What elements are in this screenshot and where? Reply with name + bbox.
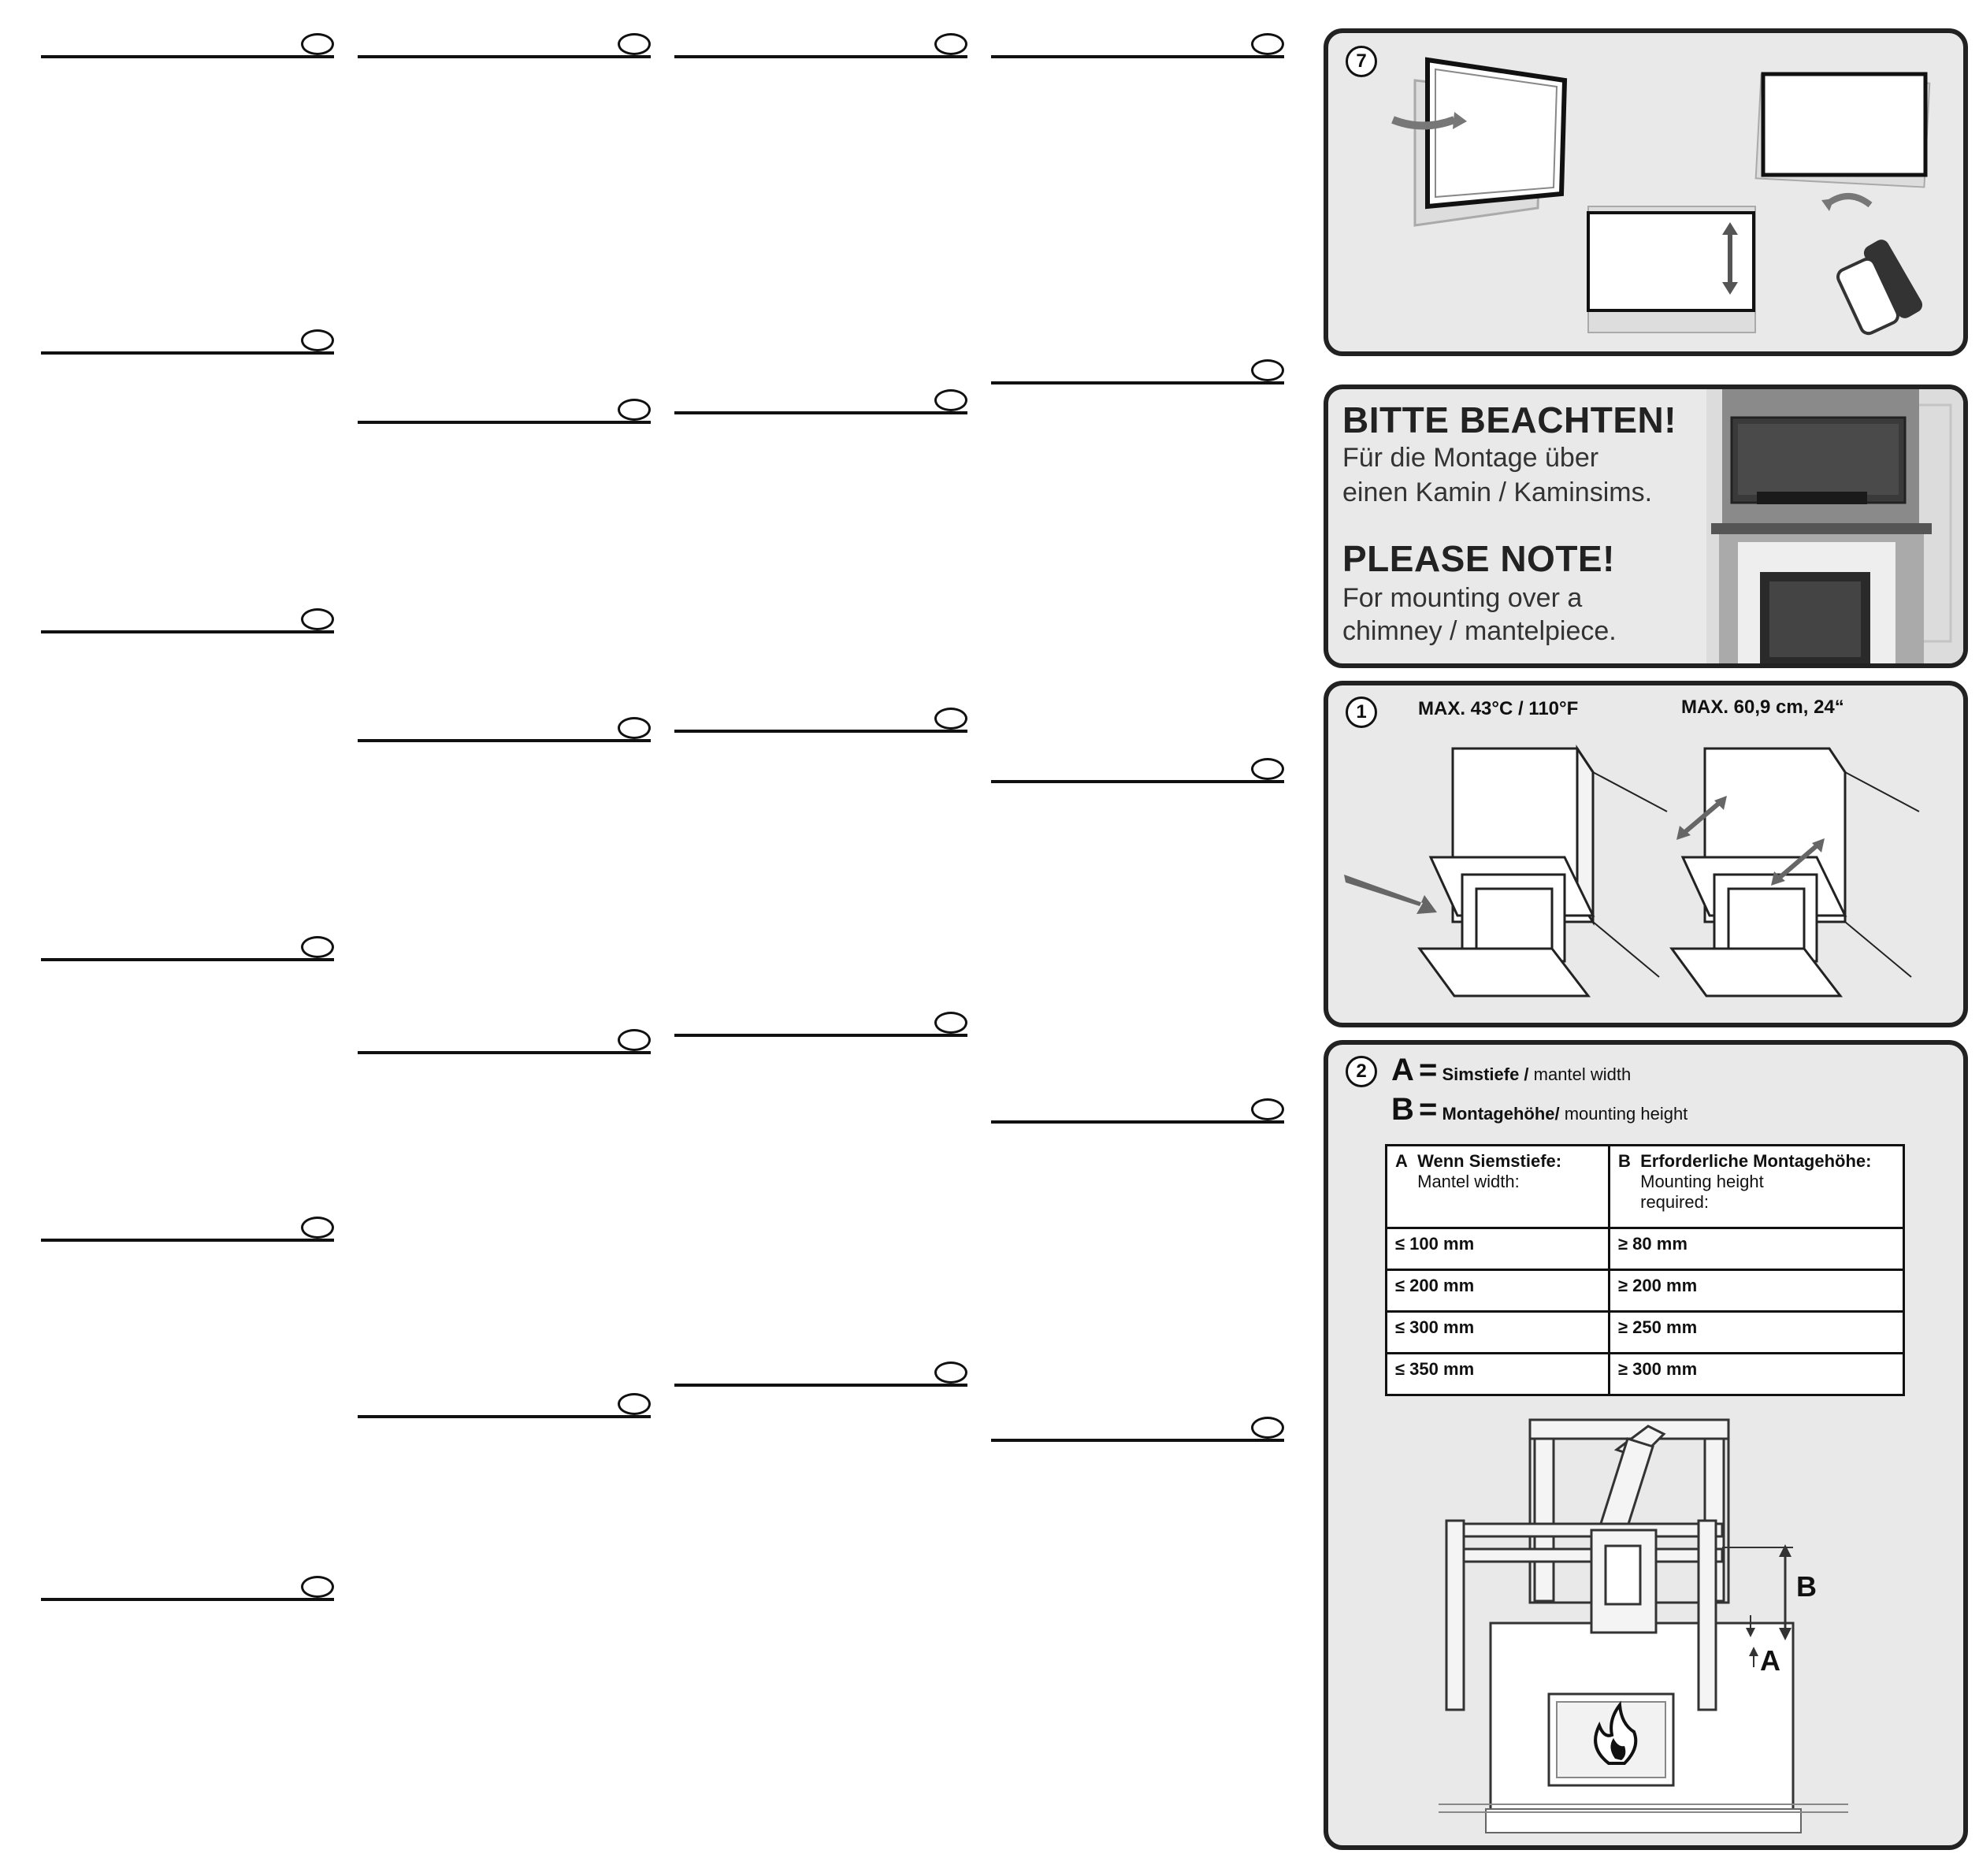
vertical-tv-icon (1587, 206, 1756, 333)
language-code-oval (934, 708, 967, 730)
definition-b: B = Montagehöhe/ mounting height (1391, 1092, 1688, 1127)
mounting-note-panel: BITTE BEACHTEN! Für die Montage über ein… (1324, 384, 1968, 668)
language-code-oval (934, 1361, 967, 1384)
max-size-label: MAX. 60,9 cm, 24“ (1681, 697, 1844, 718)
language-heading-line (41, 329, 334, 355)
table-row: ≤ 300 mm≥ 250 mm (1385, 1310, 1905, 1354)
language-code-oval (934, 1012, 967, 1034)
language-code-oval (301, 1576, 334, 1598)
language-heading-line (41, 608, 334, 633)
table-row: ≤ 350 mm≥ 300 mm (1385, 1352, 1905, 1396)
language-heading-line (41, 33, 334, 58)
step-2-panel: 2 A = Simstiefe / mantel width B = Monta… (1324, 1040, 1968, 1850)
language-heading-line (41, 1576, 334, 1601)
fireplace-clearance-illustration (1344, 745, 1920, 997)
note-text-de-2: einen Kamin / Kaminsims. (1342, 477, 1653, 507)
step-number: 2 (1346, 1056, 1377, 1087)
language-code-oval (618, 399, 651, 421)
language-code-oval (618, 1029, 651, 1051)
note-text-en-2: chimney / mantelpiece. (1342, 616, 1617, 646)
note-text-de-1: Für die Montage über (1342, 443, 1599, 473)
language-heading-line (674, 708, 967, 733)
language-heading-line (358, 1029, 651, 1054)
header-mounting-height: B Erforderliche Montagehöhe:Mounting hei… (1608, 1144, 1905, 1229)
step-number: 7 (1346, 46, 1377, 77)
definition-a: A = Simstiefe / mantel width (1391, 1053, 1632, 1087)
language-code-oval (1251, 1098, 1284, 1120)
language-heading-line (358, 1393, 651, 1418)
table-row: ≤ 200 mm≥ 200 mm (1385, 1269, 1905, 1313)
language-code-oval (301, 936, 334, 958)
language-heading-line (41, 1217, 334, 1242)
table-header-row: A Wenn Siemstiefe:Mantel width: B Erford… (1385, 1144, 1905, 1229)
language-code-oval (301, 329, 334, 351)
language-heading-line (674, 1361, 967, 1387)
mounting-height-table: A Wenn Siemstiefe:Mantel width: B Erford… (1385, 1144, 1905, 1396)
language-heading-line (991, 33, 1284, 58)
language-code-oval (934, 33, 967, 55)
language-heading-line (991, 1417, 1284, 1442)
step-1-panel: 1 MAX. 43°C / 110°F MAX. 60,9 cm, 24“ (1324, 681, 1968, 1027)
fireplace-photo (1706, 389, 1963, 663)
language-heading-line (991, 758, 1284, 783)
language-heading-line (991, 1098, 1284, 1124)
language-heading-line (674, 389, 967, 414)
language-heading-line (358, 33, 651, 58)
language-heading-line (358, 399, 651, 424)
language-heading-line (358, 717, 651, 742)
tilt-tv-icon (1754, 72, 1931, 211)
tv-motion-illustration (1391, 57, 1931, 336)
language-code-oval (1251, 1417, 1284, 1439)
language-heading-line (991, 359, 1284, 384)
swivel-tv-icon (1391, 57, 1568, 227)
note-text-en-1: For mounting over a (1342, 583, 1583, 613)
language-code-oval (1251, 758, 1284, 780)
step-7-panel: 7 (1324, 28, 1968, 356)
language-code-oval (301, 1217, 334, 1239)
note-title-en: PLEASE NOTE! (1342, 538, 1615, 579)
step-number: 1 (1346, 697, 1377, 728)
dimension-b-label: B (1796, 1570, 1817, 1603)
language-code-oval (1251, 33, 1284, 55)
language-code-oval (934, 389, 967, 411)
language-code-oval (618, 1393, 651, 1415)
header-mantel-width: A Wenn Siemstiefe:Mantel width: (1385, 1144, 1610, 1229)
dimension-a-label: A (1760, 1644, 1780, 1677)
language-heading-line (674, 1012, 967, 1037)
language-heading-line (674, 33, 967, 58)
language-code-oval (1251, 359, 1284, 381)
max-temperature-label: MAX. 43°C / 110°F (1418, 698, 1579, 719)
language-code-oval (618, 33, 651, 55)
language-code-oval (618, 717, 651, 739)
language-code-oval (301, 33, 334, 55)
note-title-de: BITTE BEACHTEN! (1342, 399, 1677, 440)
remote-phone-icon (1836, 240, 1923, 336)
table-row: ≤ 100 mm≥ 80 mm (1385, 1227, 1905, 1271)
language-heading-line (41, 936, 334, 961)
mount-over-fireplace-illustration: B A (1439, 1418, 1848, 1833)
language-code-oval (301, 608, 334, 630)
